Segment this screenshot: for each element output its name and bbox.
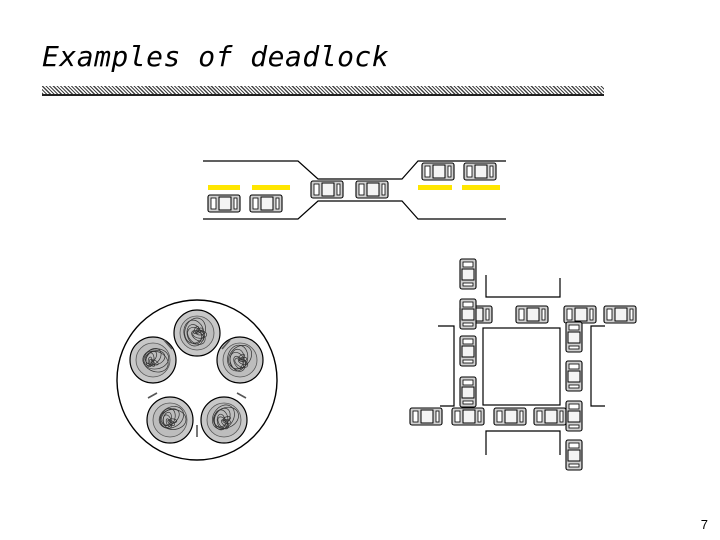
car-icon [421,162,455,181]
car-icon [207,194,241,213]
car-icon [459,298,477,330]
car-icon [409,407,443,426]
bridge-cars [207,162,497,213]
car-icon [533,407,567,426]
spaghetti-plate-icon [216,336,264,384]
car-icon [515,305,549,324]
fork-icon [236,392,247,399]
title-divider [42,86,604,96]
car-icon [565,400,583,432]
car-icon [355,180,389,199]
lane-markers [208,185,500,190]
car-icon [565,360,583,392]
intersection-cars [409,258,637,471]
car-icon [565,439,583,471]
car-icon [459,335,477,367]
fork-icon [221,339,231,350]
page-number: 7 [700,517,708,532]
spaghetti-plate-icon [129,336,177,384]
plates [129,309,264,444]
car-icon [249,194,283,213]
slide-title: Examples of deadlock [42,40,390,73]
car-icon [563,305,597,324]
car-icon [310,180,344,199]
bridge-road [203,160,506,220]
car-icon [565,321,583,353]
car-icon [463,162,497,181]
fork-icon [163,339,173,350]
car-icon [459,376,477,408]
intersection-curbs [438,275,605,455]
car-icon [603,305,637,324]
car-icon [451,407,485,426]
car-icon [459,258,477,290]
car-icon [493,407,527,426]
fork-icon [147,392,158,399]
spaghetti-plate-icon [200,396,248,444]
spaghetti-plate-icon [173,309,221,357]
forks [147,339,247,437]
spaghetti-plate-icon [146,396,194,444]
